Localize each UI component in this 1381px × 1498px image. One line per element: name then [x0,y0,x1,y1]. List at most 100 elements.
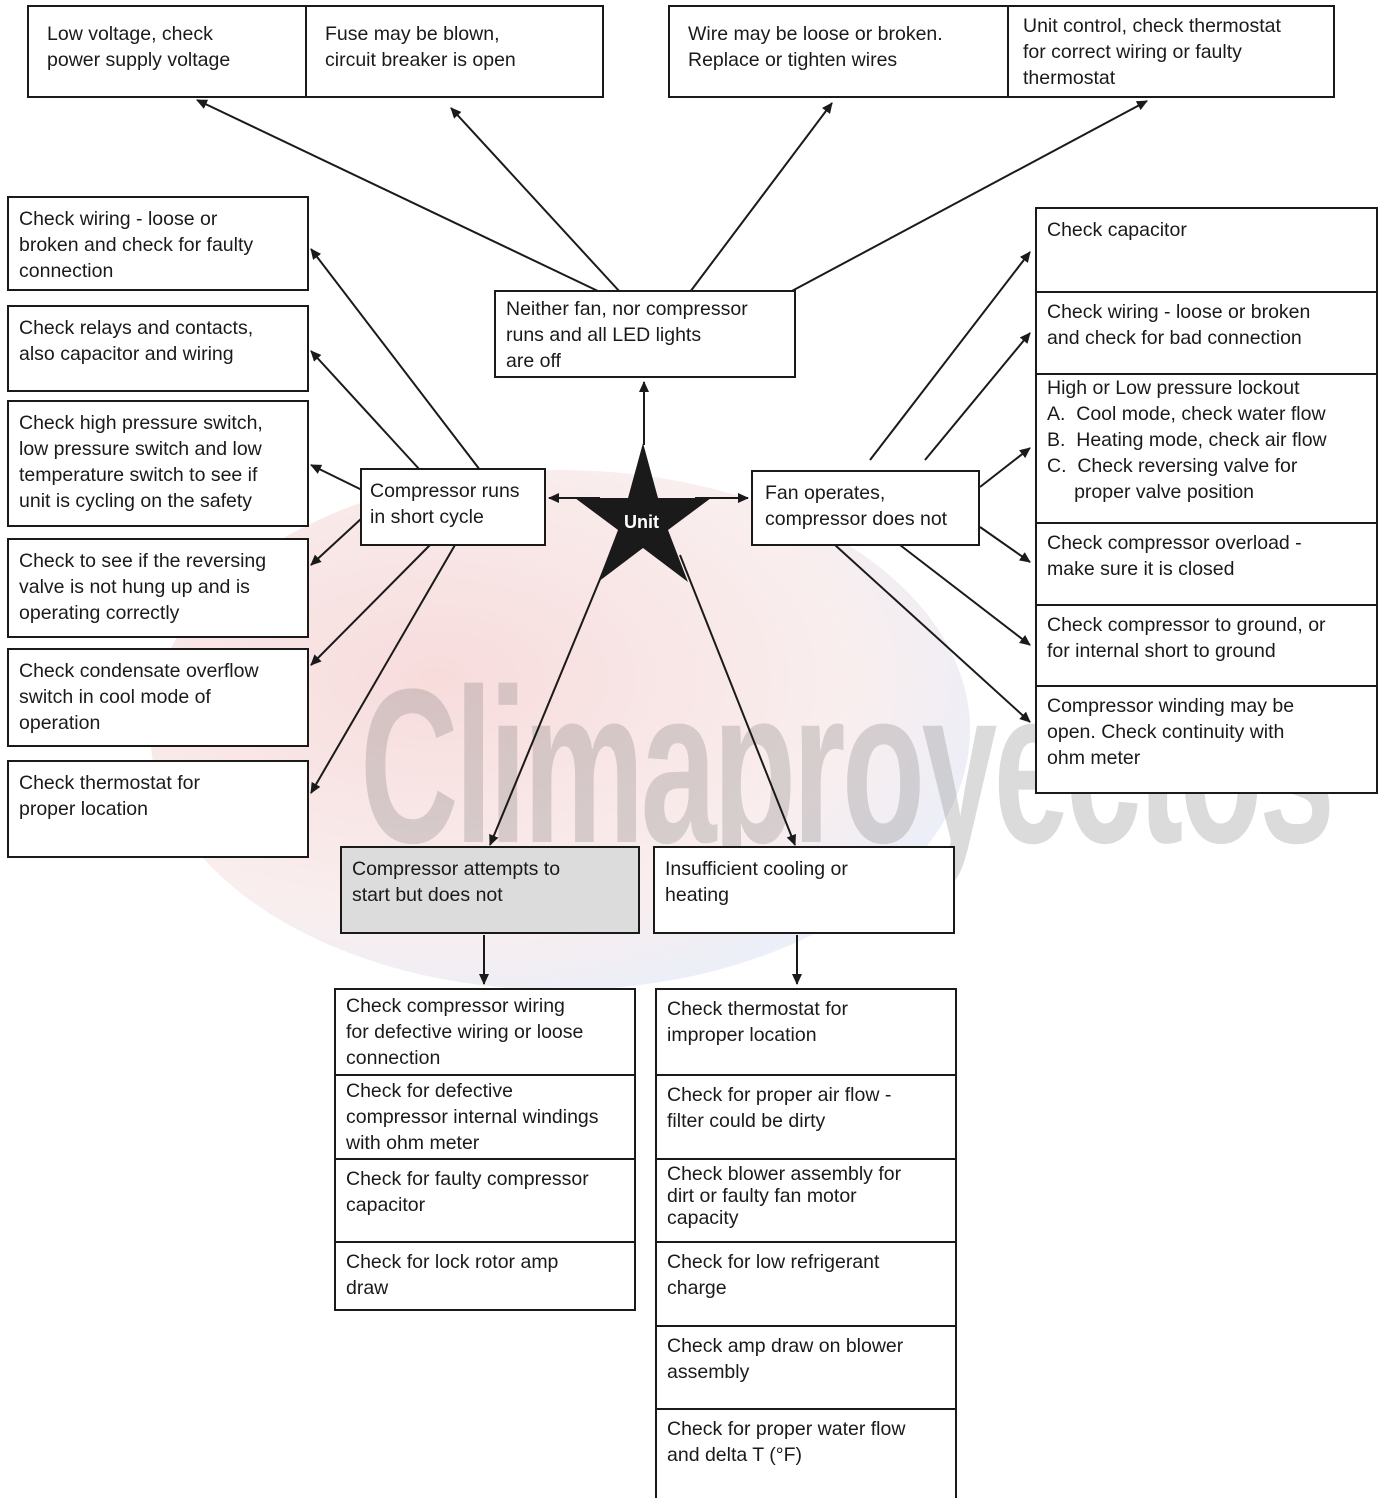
air-flow-check: Check for proper air flow - filter could… [657,1074,955,1158]
compressor-wiring-check: Check compressor wiring for defective wi… [336,990,634,1074]
arrow-to-unit-control [789,100,1148,293]
text-line: operation [19,712,101,734]
text-line: connection [19,260,114,282]
text-line: ohm meter [1047,747,1141,769]
text-line: for internal short to ground [1047,640,1276,662]
text-line: Check for low refrigerant [667,1251,880,1273]
arrow-to-wire [689,102,833,293]
text-line: Compressor attempts to [352,858,561,880]
wire-loose-cell: Wire may be loose or broken. Replace or … [670,7,1007,96]
check-high-pressure-box: Check high pressure switch, low pressure… [7,400,309,527]
text-line: Check for defective [346,1080,513,1102]
text-line: Check for lock rotor amp [346,1251,559,1273]
fan-checks-stack: Check wiring - loose or broken and check… [1035,291,1378,794]
check-wiring-box: Check wiring - loose or broken and check… [7,196,309,291]
text-line: Check to see if the reversing [19,550,267,572]
text-line: Fan operates, [765,482,886,504]
text-line: and check for bad connection [1047,327,1302,349]
arrow-to-condensate [310,544,431,666]
text-line: Compressor runs [370,480,520,502]
text-line: charge [667,1277,727,1299]
text-line: Check relays and contacts, [19,317,254,339]
ground-check: Check compressor to ground, or for inter… [1037,604,1376,685]
text-line: Check compressor wiring [346,995,565,1017]
short-cycle-box: Compressor runs in short cycle [360,468,546,546]
neither-fan-box: Neither fan, nor compressor runs and all… [494,290,796,378]
text-line: low pressure switch and low [19,438,262,460]
top-left-box: Low voltage, check power supply voltage … [27,5,604,98]
text-line: also capacitor and wiring [19,343,234,365]
text-line: connection [346,1047,441,1069]
text-line: Check for proper air flow - [667,1084,892,1106]
unit-star [575,443,711,582]
check-wiring-bad-connection: Check wiring - loose or broken and check… [1037,293,1376,373]
text-line: Insufficient cooling or [665,858,848,880]
check-thermostat-location-box: Check thermostat for proper location [7,760,309,858]
fuse-cell: Fuse may be blown, circuit breaker is op… [305,7,534,96]
lockout-check: High or Low pressure lockout A. Cool mod… [1037,373,1376,522]
text-line: A. Cool mode, check water flow [1047,403,1326,425]
text-line: Check amp draw on blower [667,1335,904,1357]
text-line: unit is cycling on the safety [19,490,253,512]
text-line: valve is not hung up and is [19,576,250,598]
overload-check: Check compressor overload - make sure it… [1037,522,1376,604]
text-line: Check thermostat for [19,772,200,794]
text-line: operating correctly [19,602,180,624]
text-line: broken and check for faulty [19,234,254,256]
check-reversing-valve-box: Check to see if the reversing valve is n… [7,538,309,638]
text-line: draw [346,1277,389,1299]
text-line: are off [506,350,561,372]
blower-assembly-check: Check blower assembly for dirt or faulty… [657,1158,955,1241]
arrow-to-check-wiring-right [924,332,1031,461]
text-line: capacitor [346,1194,426,1216]
low-voltage-cell: Low voltage, check power supply voltage [29,7,305,96]
text-line: heating [665,884,729,906]
text-line: assembly [667,1361,750,1383]
text-line: runs and all LED lights [506,324,702,346]
text-line: Low voltage, check [47,23,213,45]
text-line: power supply voltage [47,49,231,71]
text-line: circuit breaker is open [325,49,516,71]
winding-check: Compressor winding may be open. Check co… [1037,685,1376,792]
arrow-to-winding [834,544,1031,723]
text-line: C. Check reversing valve for [1047,455,1298,477]
arrow-to-thermostat-location [310,544,456,794]
check-condensate-box: Check condensate overflow switch in cool… [7,648,309,747]
text-line: Check condensate overflow [19,660,259,682]
arrow-to-overload [979,526,1031,563]
faulty-capacitor-check: Check for faulty compressor capacitor [336,1158,634,1241]
text-line: proper location [19,798,148,820]
text-line: B. Heating mode, check air flow [1047,429,1327,451]
text-line: open. Check continuity with [1047,721,1285,743]
lock-rotor-check: Check for lock rotor amp draw [336,1241,634,1309]
attempts-checks-stack: Check compressor wiring for defective wi… [334,988,636,1311]
text-line: and delta T (°F) [667,1444,802,1466]
top-right-box: Wire may be loose or broken. Replace or … [668,5,1335,98]
insufficient-box: Insufficient cooling or heating [653,846,955,934]
text-line: Check capacitor [1047,219,1187,241]
arrow-to-ground [899,544,1031,646]
text-line: for correct wiring or faulty [1023,41,1242,63]
text-line: start but does not [352,884,503,906]
text-line: Check for faulty compressor [346,1168,589,1190]
text-line: Neither fan, nor compressor [506,298,748,320]
blower-amp-check: Check amp draw on blower assembly [657,1325,955,1408]
arrow-to-fuse [450,107,621,293]
text-line: Check compressor to ground, or [1047,614,1326,636]
arrow-to-high-pressure [310,464,363,491]
text-line: dirt or faulty fan motor [667,1185,857,1207]
check-relays-box: Check relays and contacts, also capacito… [7,305,309,392]
text-line: compressor internal windings [346,1106,599,1128]
arrow-to-insufficient [679,554,796,846]
arrow-to-low-voltage [196,99,601,293]
text-line: compressor does not [765,508,948,530]
arrow-to-check-wiring [310,248,481,471]
text-line: Check wiring - loose or [19,208,218,230]
text-line: Check high pressure switch, [19,412,263,434]
text-line: Unit control, check thermostat [1023,15,1281,37]
text-line: Fuse may be blown, [325,23,500,45]
refrigerant-check: Check for low refrigerant charge [657,1241,955,1325]
text-line: with ohm meter [346,1132,480,1154]
